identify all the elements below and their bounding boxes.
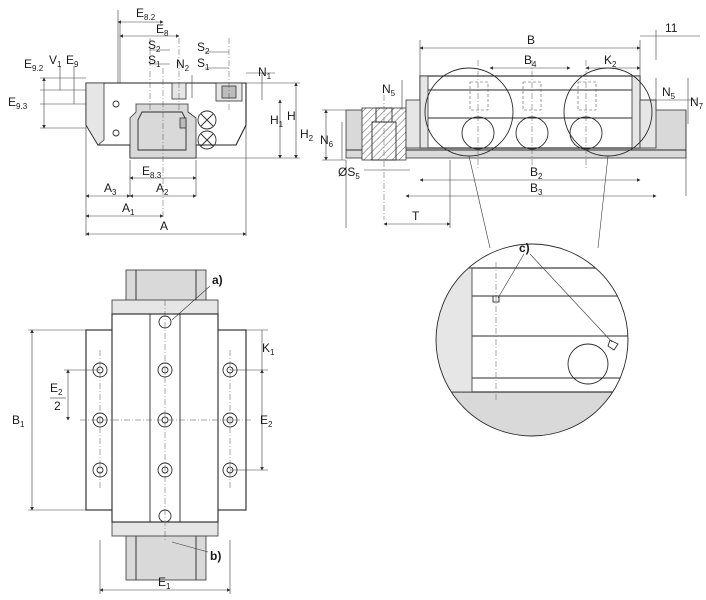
label-n6: N6 [320, 133, 334, 149]
label-s1-right: S1 [197, 56, 210, 72]
label-a1: A1 [122, 201, 135, 217]
label-e9: E9 [66, 53, 79, 69]
label-e83: E8.3 [142, 164, 162, 180]
label-k1: K1 [262, 341, 275, 357]
side-view: B B4 K2 11 N5 N5 N7 H2 N6 ØS5 B2 B3 T [300, 21, 704, 249]
label-n1: N1 [258, 65, 272, 81]
label-e2-half-bottom: 2 [54, 399, 61, 413]
label-b2: B2 [530, 165, 543, 181]
label-n7: N7 [690, 95, 704, 111]
top-view: B1 E2 2 K1 E2 E1 a) b) [12, 269, 275, 594]
label-t: T [412, 209, 420, 223]
label-n5-left: N5 [382, 82, 396, 98]
label-e92: E9.2 [24, 57, 44, 73]
label-n5-right: N5 [662, 85, 676, 101]
label-b3: B3 [530, 181, 543, 197]
label-h: H [287, 109, 296, 123]
end-view: E8.2 E8 S2 S1 N2 S2 S1 N1 H1 H E9.2 V1 E… [8, 6, 300, 236]
label-k2: K2 [604, 53, 617, 69]
label-phi-s5: ØS5 [338, 165, 360, 181]
label-e2-half-top: E2 [50, 381, 63, 397]
label-b: B [527, 33, 535, 47]
label-a: A [160, 219, 168, 233]
label-s2-right: S2 [197, 40, 210, 56]
label-s1-left: S1 [148, 53, 161, 69]
detail-view: c) [435, 241, 629, 437]
label-e2: E2 [260, 413, 273, 429]
label-e8: E8 [156, 22, 169, 38]
label-h2: H2 [300, 127, 314, 143]
label-s2-left: S2 [148, 38, 161, 54]
label-n2: N2 [176, 57, 190, 73]
label-e93: E9.3 [8, 95, 28, 111]
callout-b: b) [210, 549, 221, 563]
label-a2: A2 [156, 181, 169, 197]
label-a3: A3 [104, 181, 117, 197]
callout-c: c) [519, 241, 530, 255]
label-v1: V1 [49, 53, 62, 69]
label-e82: E8.2 [136, 6, 156, 22]
label-11: 11 [665, 21, 678, 35]
callout-a: a) [212, 273, 223, 287]
label-b1: B1 [12, 413, 25, 429]
label-e1: E1 [158, 575, 171, 591]
label-h1: H1 [270, 113, 284, 129]
label-b4: B4 [524, 53, 537, 69]
